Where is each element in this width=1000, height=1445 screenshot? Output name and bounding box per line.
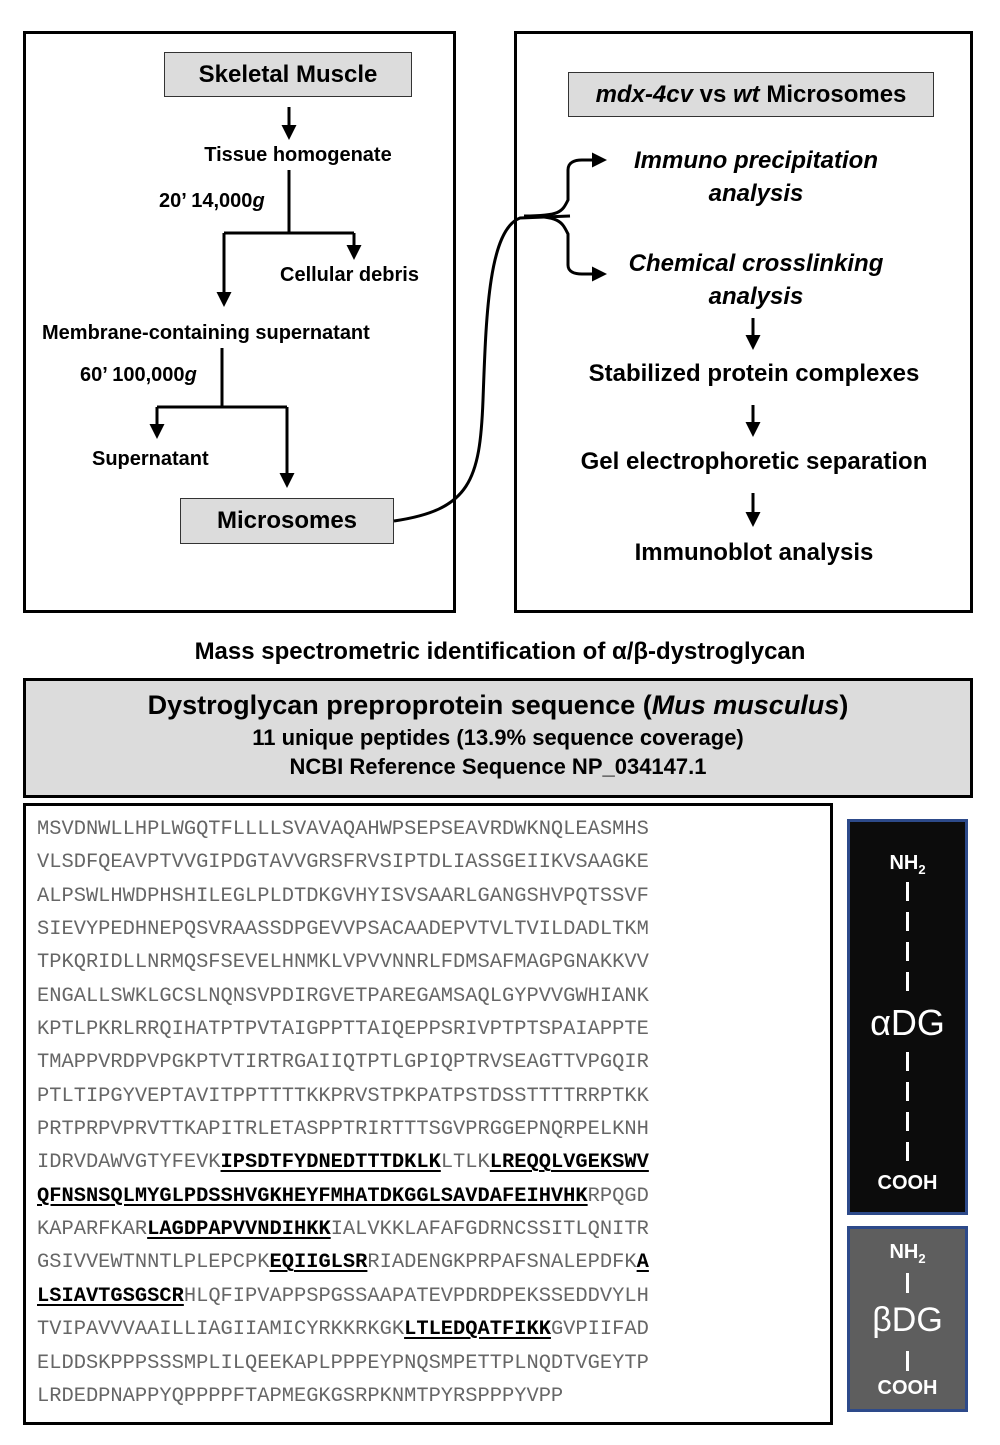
crosslink-line1: Chemical crosslinking (628, 250, 884, 277)
immuno-line1: Immuno precipitation (633, 147, 878, 174)
protein-sequence: MSVDNWLLHPLWGQTFLLLLSVAVAQAHWPSEPSEAVRDW… (37, 813, 827, 1413)
sequence-line: TPKQRIDLLNRMQSFSEVELHNMKLVPVVNNRLFDMSAFM… (37, 951, 649, 975)
gel-separation-label: Gel electrophoretic separation (580, 448, 928, 475)
wt-label: wt (733, 80, 760, 108)
peptide-count: 11 unique peptides (13.9% sequence cover… (252, 725, 744, 750)
identified-peptide: LREQQLVGEKSWV (489, 1151, 649, 1175)
spin2-g: g (184, 364, 197, 386)
skeletal-muscle-box: Skeletal Muscle (164, 52, 412, 97)
identified-peptide: LSIAVTGSGSCR (37, 1284, 184, 1308)
spin2-text: 60’ 100,000 (80, 364, 185, 386)
immunoblot-label: Immunoblot analysis (634, 539, 874, 566)
sequence-line: SIEVYPEDHNEPQSVRAASSDPGEVVPSACAADEPVTVLT… (37, 918, 649, 942)
sequence-line: VLSDFQEAVPTVVGIPDGTAVVGRSFRVSIPTDLIASSGE… (37, 851, 649, 875)
beta-nh2: NH2 (889, 1241, 926, 1266)
sequence-title-post: ) (839, 690, 849, 720)
beta-dg-label: βDG (872, 1301, 943, 1339)
alpha-dash (906, 1112, 909, 1131)
sequence-line: LRDEDPNAPPYQPPPPFTAPMEGKGSRPKNMTPYRSPPPY… (37, 1384, 564, 1408)
ncbi-reference: NCBI Reference Sequence NP_034147.1 (289, 754, 707, 779)
spin1-label: 20’ 14,000g (159, 190, 265, 213)
alpha-dash (906, 1082, 909, 1101)
sequence-line: TMAPPVRDPVPGKPTVTIRTRGAIIQTPTLGPIQPTRVSE… (37, 1051, 649, 1075)
flow-arrows (149, 107, 761, 527)
identified-peptide: LAGDPAPVVNDIHKK (147, 1218, 331, 1242)
left-workflow-panel (23, 31, 456, 613)
sequence-line: LSIAVTGSGSCRHLQFIPVAPPSPGSSAAPATEVPDRDPE… (37, 1284, 649, 1308)
ms-heading: Mass spectrometric identification of α/β… (194, 638, 806, 665)
identified-peptide: QFNSNSQLMYGLPDSSHVGKHEYFMHATDKGGLSAVDAFE… (37, 1184, 588, 1208)
sequence-line: PTLTIPGYVEPTAVITPPTTTTKKPRVSTPKPATPSTDSS… (37, 1084, 649, 1108)
species-name: Mus musculus (651, 690, 840, 720)
brace (523, 152, 607, 218)
sequence-line: KAPARFKARLAGDPAPVVNDIHKKIALVKKLAFAFGDRNC… (37, 1218, 649, 1242)
beta-cooh: COOH (877, 1377, 938, 1399)
sequence-box (23, 803, 833, 1425)
mdx-label: mdx-4cv (595, 80, 693, 108)
sequence-line: PRTPRPVPRVTTKAPITRLETASPPTRIRTTTSGVPRGGE… (37, 1118, 649, 1142)
cellular-debris-label: Cellular debris (280, 264, 419, 286)
mdx-vs-wt-box: mdx-4cv vs wt Microsomes (568, 72, 934, 117)
identified-peptide: IPSDTFYDNEDTTTDKLK (220, 1151, 441, 1175)
identified-peptide: A (636, 1251, 649, 1275)
beta-dash (906, 1273, 909, 1293)
sequence-line: KPTLPKRLRRQIHATPTPVTAIGPPTTAIQEPPSRIVPTP… (37, 1018, 649, 1042)
sequence-title: Dystroglycan preproprotein sequence (Mus… (26, 690, 970, 721)
stabilized-complexes-label: Stabilized protein complexes (588, 360, 920, 387)
sequence-line: GSIVVEWTNNTLPLEPCPKEQIIGLSRRIADENGKPRPAF… (37, 1251, 649, 1275)
immunoprecipitation-label: Immuno precipitation analysis (600, 144, 912, 210)
spin1-g: g (252, 190, 265, 212)
sequence-line: ENGALLSWKLGCSLNQNSVPDIRGVETPAREGAMSAQLGY… (37, 984, 649, 1008)
skeletal-muscle-label: Skeletal Muscle (198, 60, 378, 88)
sequence-header-box: Dystroglycan preproprotein sequence (Mus… (23, 678, 973, 798)
right-workflow-panel (514, 31, 973, 613)
sequence-line: TVIPAVVVAAILLIAGIIAMICYRKKRKGKLTLEDQATFI… (37, 1318, 649, 1342)
alpha-dash (906, 1142, 909, 1161)
alpha-dash (906, 912, 909, 931)
membrane-supernatant-label: Membrane-containing supernatant (42, 322, 370, 344)
vs-label: vs (692, 80, 734, 108)
sequence-line: ALPSWLHWDPHSHILEGLPLDTDKGVHYISVSAARLGANG… (37, 884, 649, 908)
alpha-nh2: NH2 (889, 852, 926, 877)
alpha-dash (906, 1052, 909, 1071)
alpha-dash (906, 882, 909, 901)
mdx-vs-wt-title: mdx-4cv vs wt Microsomes (596, 81, 907, 109)
sequence-line: IDRVDAWVGTYFEVKIPSDTFYDNEDTTTDKLKLTLKLRE… (37, 1151, 649, 1175)
sequence-title-pre: Dystroglycan preproprotein sequence ( (147, 690, 652, 720)
alpha-dg-bar: NH2 αDG COOH (847, 819, 968, 1215)
alpha-dash (906, 972, 909, 991)
alpha-dash (906, 942, 909, 961)
microsomes-label: Microsomes (216, 507, 358, 534)
identified-peptide: LTLEDQATFIKK (404, 1318, 551, 1342)
identified-peptide: EQIIGLSR (269, 1251, 368, 1275)
alpha-cooh: COOH (877, 1172, 938, 1194)
supernatant-label: Supernatant (92, 448, 209, 470)
spin2-label: 60’ 100,000g (80, 364, 197, 387)
spin1-text: 20’ 14,000 (159, 190, 253, 212)
beta-dg-bar: NH2 βDG COOH (847, 1226, 968, 1412)
crosslink-line2: analysis (708, 283, 804, 310)
sequence-line: QFNSNSQLMYGLPDSSHVGKHEYFMHATDKGGLSAVDAFE… (37, 1184, 649, 1208)
microsomes-suffix: Microsomes (759, 80, 907, 108)
microsomes-box: Microsomes (180, 498, 394, 544)
sequence-line: ELDDSKPPPSSSMPLILQEEKAPLPPPEYPNQSMPETTPL… (37, 1351, 649, 1375)
brace-lower (523, 214, 607, 282)
tissue-homogenate-label: Tissue homogenate (204, 144, 392, 166)
beta-dash (906, 1351, 909, 1371)
crosslinking-label: Chemical crosslinking analysis (600, 247, 912, 313)
sequence-line: MSVDNWLLHPLWGQTFLLLLSVAVAQAHWPSEPSEAVRDW… (37, 818, 649, 841)
alpha-dg-label: αDG (870, 1002, 945, 1043)
connector-curve (393, 214, 571, 523)
immuno-line2: analysis (708, 180, 804, 207)
